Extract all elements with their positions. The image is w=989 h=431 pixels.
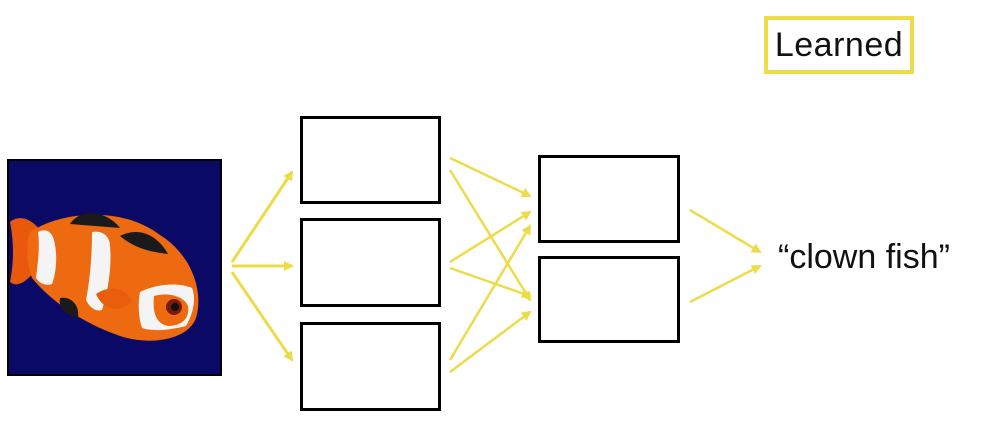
- connections-input-to-layer1: [230, 170, 294, 362]
- output-label: “clown fish”: [778, 238, 950, 276]
- connection: [449, 156, 532, 198]
- legend-label: Learned: [774, 25, 904, 64]
- learned-legend-box: Learned: [764, 16, 914, 74]
- layer2-node-2: [538, 256, 680, 343]
- fish-belly-fin: [59, 297, 79, 318]
- fish-stripe-1: [36, 230, 57, 285]
- layer1-node-3: [300, 322, 441, 411]
- fish-pupil: [171, 303, 179, 311]
- connection: [689, 208, 762, 254]
- layer2-node-1: [538, 155, 680, 243]
- connection: [448, 224, 532, 361]
- connection: [449, 210, 532, 264]
- connection: [689, 264, 762, 304]
- connection: [448, 169, 532, 302]
- fish-pectoral-fin: [96, 288, 132, 309]
- connection: [449, 266, 532, 299]
- layer1-node-2: [300, 218, 441, 307]
- layer1-node-1: [300, 116, 441, 204]
- input-image: [7, 159, 222, 376]
- connection: [230, 170, 294, 263]
- fish-dorsal-fin: [70, 213, 120, 228]
- connections-layer1-to-layer2: [448, 156, 532, 373]
- connections-layer2-to-output: [689, 208, 762, 304]
- connection: [449, 310, 532, 373]
- clownfish-illustration: [10, 213, 199, 341]
- fish-dorsal-fin-2: [120, 232, 168, 254]
- connection: [230, 271, 294, 362]
